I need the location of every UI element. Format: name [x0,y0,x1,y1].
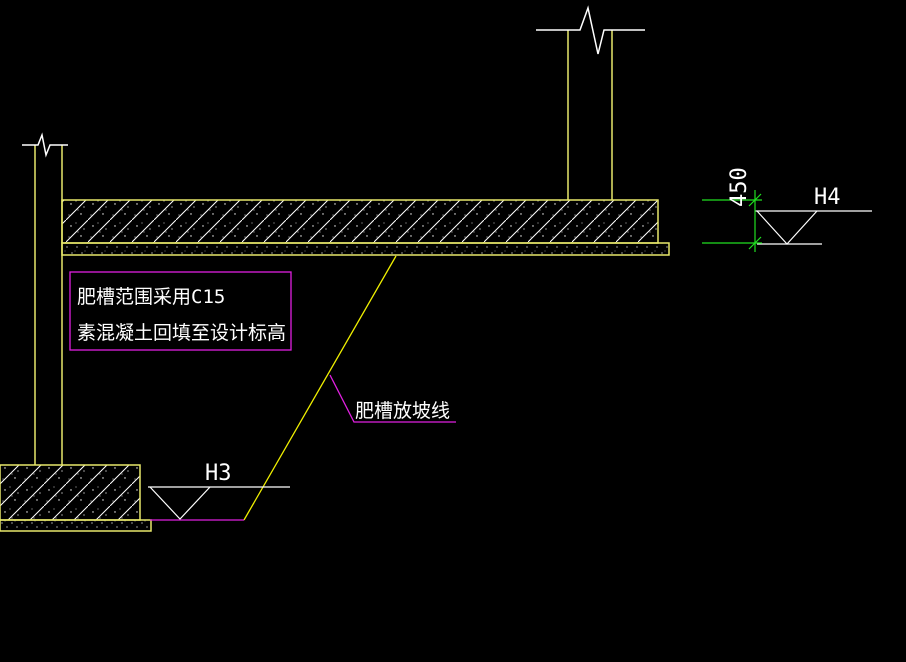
backfill-note-line2: 素混凝土回填至设计标高 [77,322,286,344]
top-slab-body [61,199,659,244]
left-wall [22,132,68,465]
dimension-450 [702,190,762,252]
backfill-note-box [69,271,292,351]
slope-label: 肥槽放坡线 [355,400,450,422]
elevation-mark-h3 [148,486,290,520]
bottom-footing-cushion [0,519,152,532]
right-column-break-symbol [536,5,645,55]
top-slab [61,199,670,256]
right-column [536,5,645,200]
slope-leader-line [329,374,456,423]
top-slab-cushion [61,242,670,256]
elevation-mark-h4 [755,210,872,245]
bottom-footing [0,464,152,532]
trench-slope-line [243,255,397,521]
elevation-label-h4: H4 [814,185,841,210]
dimension-label-450: 450 [727,167,752,207]
elevation-label-h3: H3 [205,461,232,486]
backfill-note-line1: 肥槽范围采用C15 [77,286,225,308]
bottom-footing-body [0,464,141,521]
left-wall-break-symbol [22,132,68,158]
